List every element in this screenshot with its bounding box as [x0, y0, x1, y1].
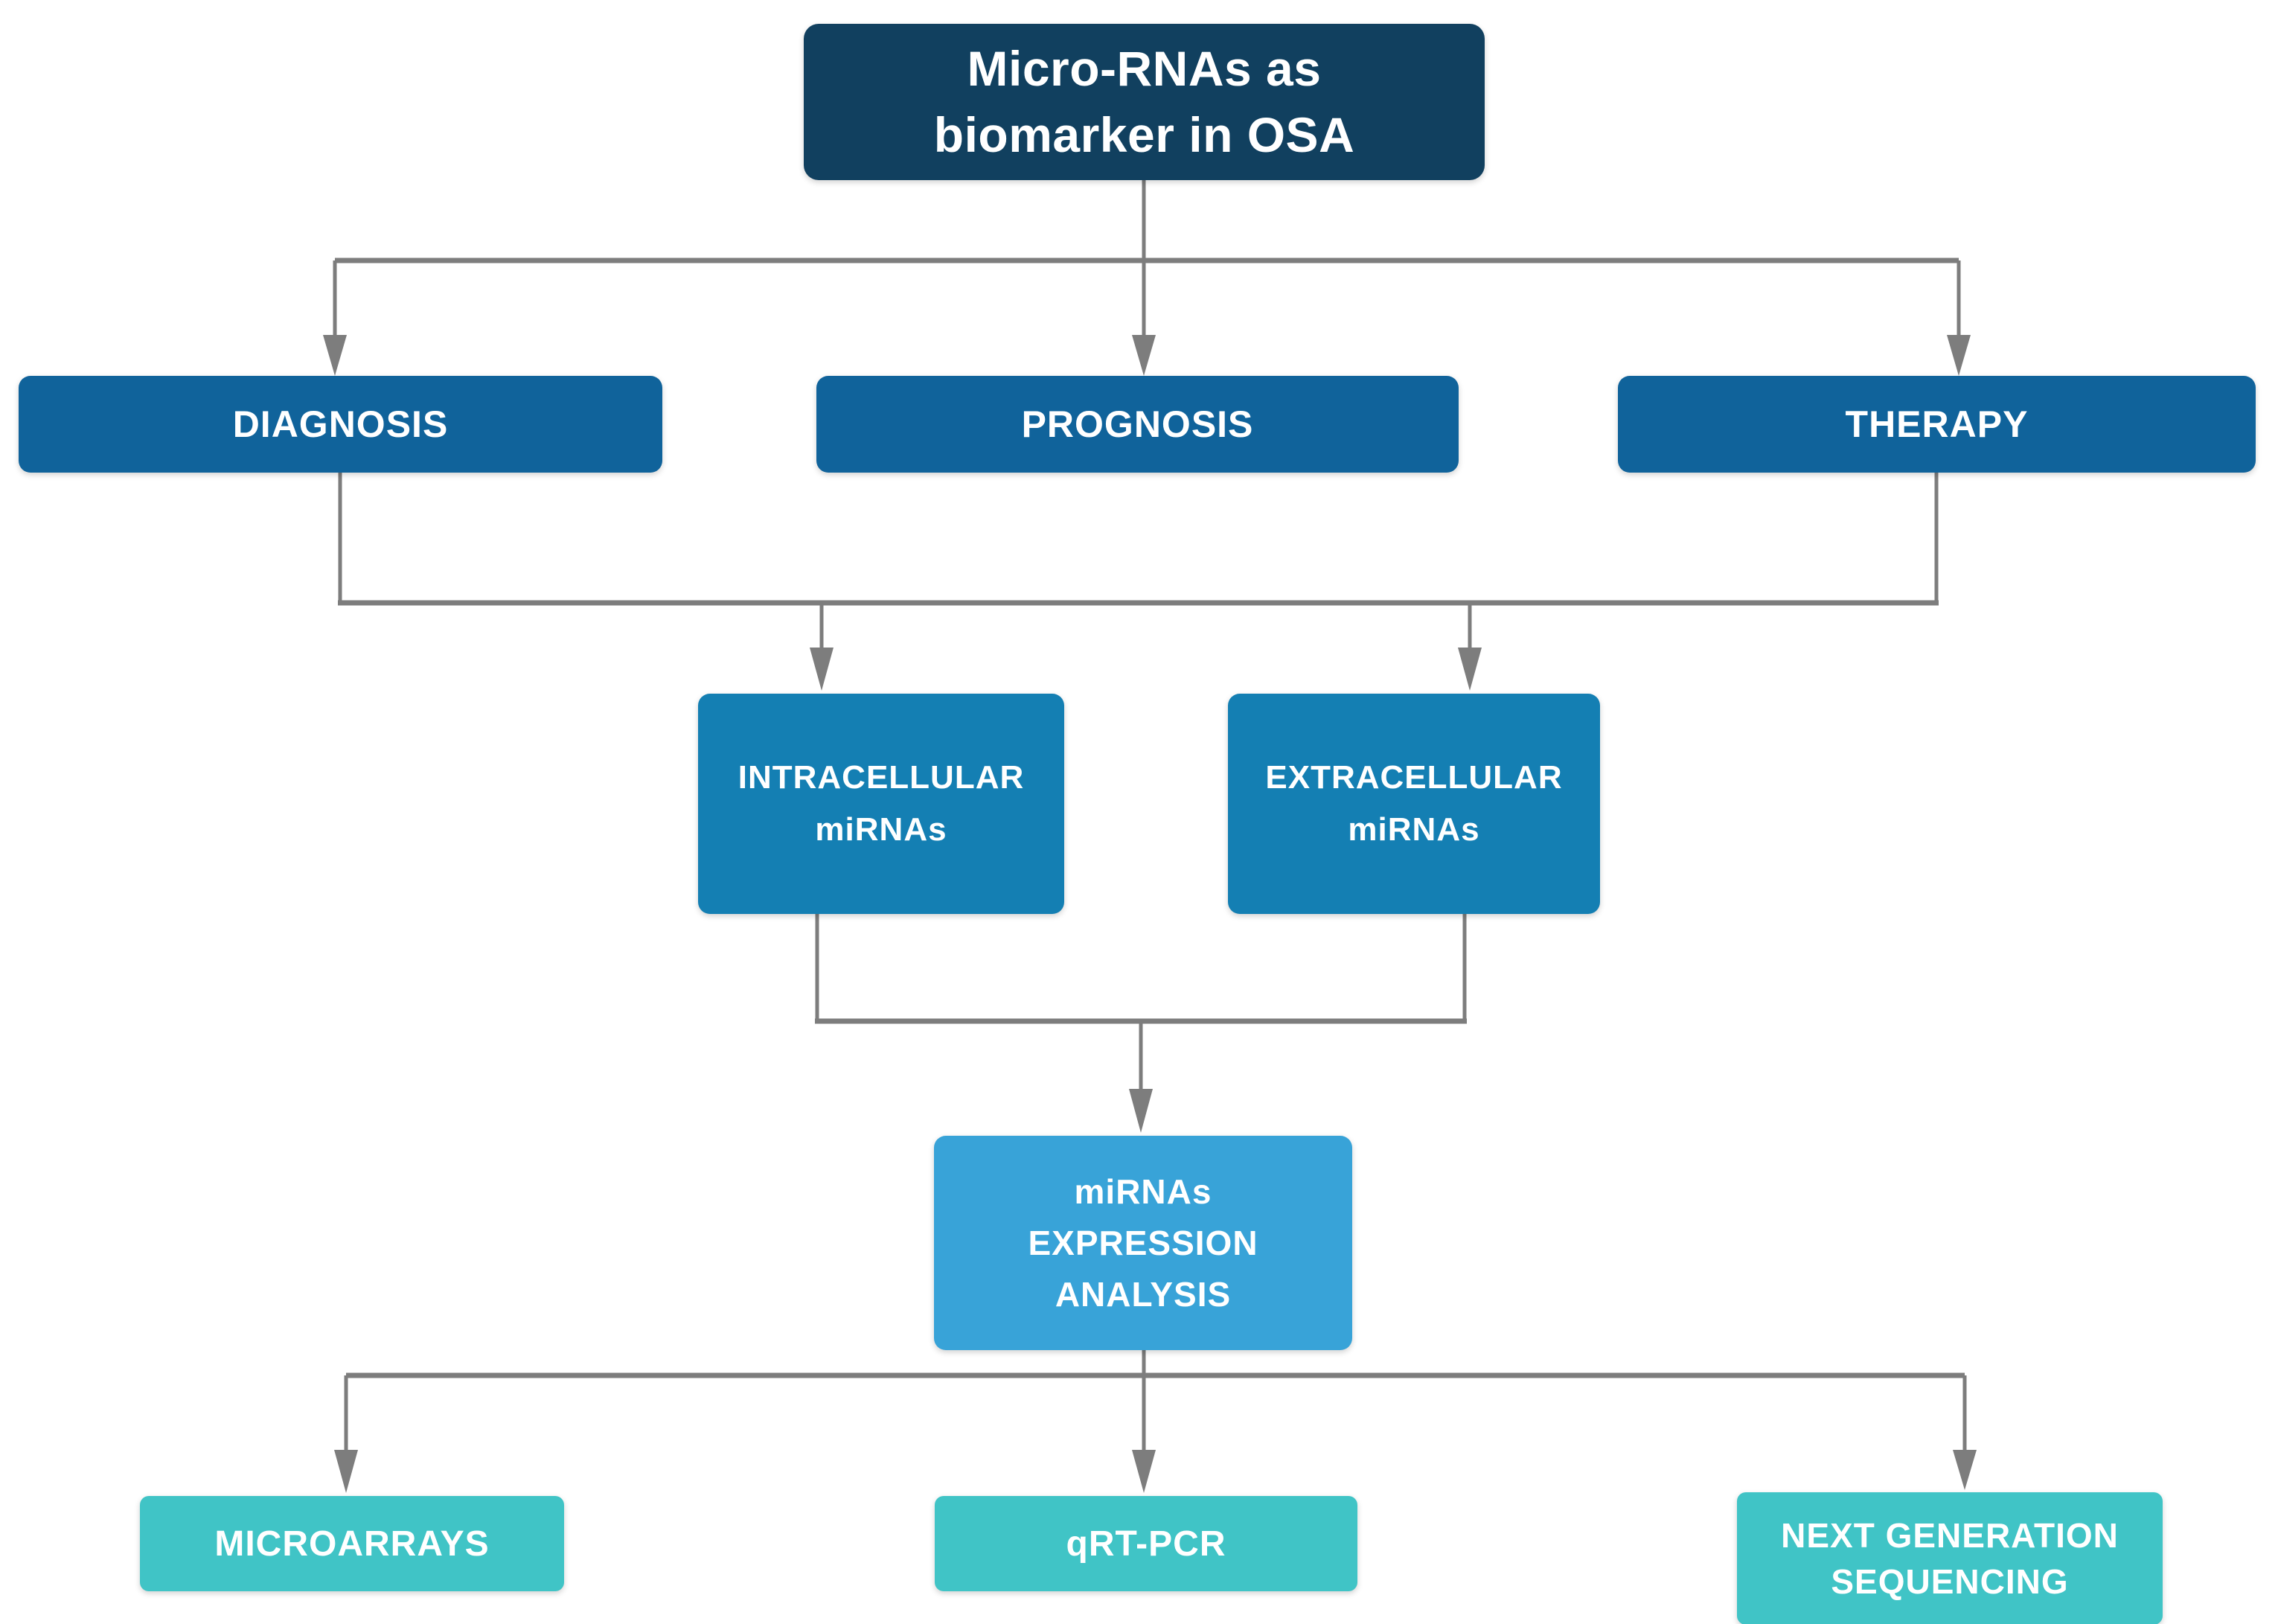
node-therapy-label: THERAPY	[1845, 403, 2029, 445]
node-title-line1: Micro-RNAs as	[967, 40, 1322, 96]
node-qrt-pcr: qRT-PCR	[935, 1496, 1357, 1591]
node-prognosis-label: PROGNOSIS	[1021, 403, 1254, 445]
node-intracellular-line2: miRNAs	[815, 811, 947, 848]
node-diagnosis-label: DIAGNOSIS	[232, 403, 449, 445]
node-title-line2: biomarker in OSA	[933, 107, 1355, 162]
node-qrtpcr-label: qRT-PCR	[1066, 1524, 1226, 1564]
node-expression-line2: EXPRESSION	[1028, 1223, 1258, 1262]
connector-mirnas-to-analysis	[815, 914, 1467, 1133]
node-therapy: THERAPY	[1618, 376, 2256, 473]
arrowhead-to-ngs	[1953, 1450, 1977, 1490]
node-extracellular-mirnas: EXTRACELLULAR miRNAs	[1228, 694, 1600, 914]
arrowhead-to-microarrays	[334, 1450, 358, 1493]
node-expression-line1: miRNAs	[1074, 1171, 1212, 1211]
node-title: Micro-RNAs as biomarker in OSA	[804, 24, 1485, 180]
node-ngs-line2: SEQUENCING	[1831, 1562, 2069, 1601]
arrowhead-to-qrtpcr	[1132, 1450, 1156, 1493]
arrowhead-to-analysis	[1129, 1089, 1153, 1133]
arrowhead-to-extracellular	[1458, 648, 1482, 691]
connector-title-to-categories	[323, 180, 1971, 376]
node-expression-line3: ANALYSIS	[1055, 1274, 1232, 1314]
node-extracellular-line2: miRNAs	[1348, 811, 1480, 848]
node-next-generation-sequencing: NEXT GENERATION SEQUENCING	[1737, 1492, 2163, 1624]
node-extracellular-line1: EXTRACELLULAR	[1265, 758, 1563, 796]
node-ngs-line1: NEXT GENERATION	[1781, 1515, 2119, 1555]
node-intracellular-mirnas: INTRACELLULAR miRNAs	[698, 694, 1064, 914]
arrowhead-to-therapy	[1947, 335, 1971, 376]
connector-categories-to-mirnas	[338, 473, 1939, 691]
node-microarrays-label: MICROARRAYS	[214, 1524, 490, 1564]
arrowhead-to-intracellular	[810, 648, 834, 691]
connector-analysis-to-methods	[334, 1350, 1977, 1493]
node-expression-analysis: miRNAs EXPRESSION ANALYSIS	[934, 1136, 1352, 1350]
arrowhead-to-prognosis	[1132, 335, 1156, 376]
node-diagnosis: DIAGNOSIS	[19, 376, 662, 473]
node-intracellular-line1: INTRACELLULAR	[738, 758, 1025, 796]
node-prognosis: PROGNOSIS	[816, 376, 1459, 473]
node-microarrays: MICROARRAYS	[140, 1496, 564, 1591]
arrowhead-to-diagnosis	[323, 335, 347, 376]
